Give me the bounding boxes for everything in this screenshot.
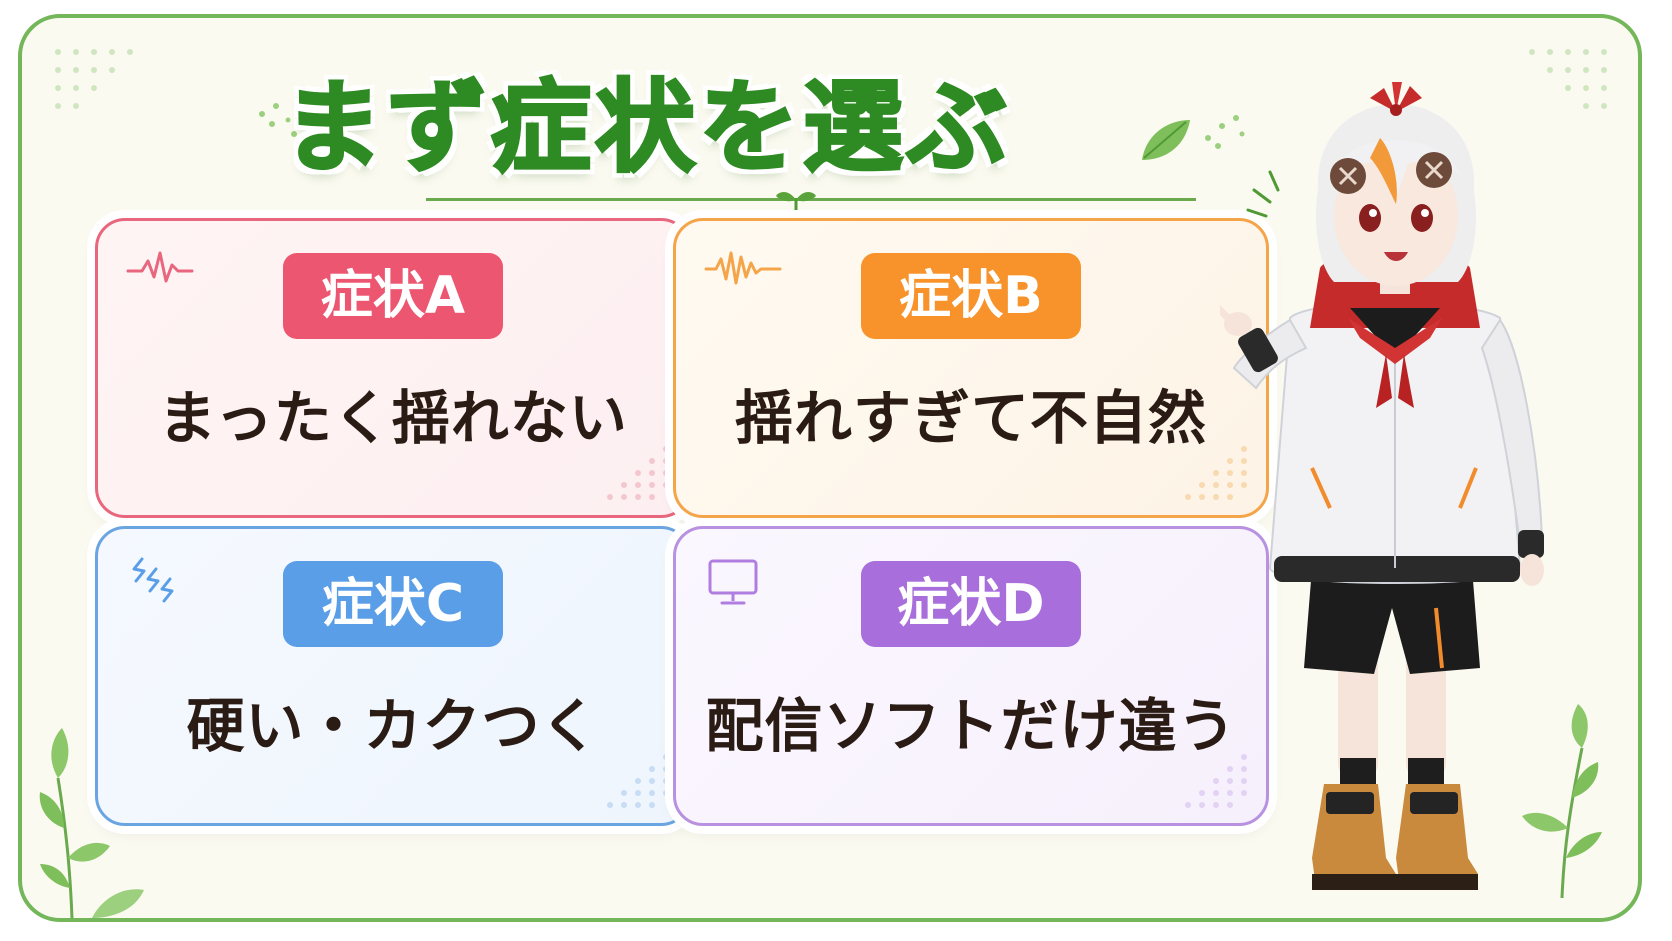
symptom-card-a[interactable]: 症状A まったく揺れない xyxy=(95,218,691,518)
decorative-dots xyxy=(607,754,669,808)
symptom-badge: 症状A xyxy=(283,253,503,339)
symptom-card-b[interactable]: 症状B 揺れすぎて不自然 xyxy=(673,218,1269,518)
symptom-card-c[interactable]: 症状C 硬い・カクつく xyxy=(95,526,691,826)
symptom-description: 配信ソフトだけ違う xyxy=(705,692,1237,760)
plant-icon xyxy=(39,728,144,918)
waveform-icon xyxy=(704,251,782,285)
decorative-dots xyxy=(55,49,133,109)
monitor-icon xyxy=(708,559,758,605)
lightning-icon xyxy=(132,557,174,603)
symptom-description: 硬い・カクつく xyxy=(186,692,600,760)
symptom-description: まったく揺れない xyxy=(158,384,628,452)
symptom-badge: 症状C xyxy=(283,561,503,647)
decorative-dots xyxy=(607,446,669,500)
waveform-icon xyxy=(126,251,194,283)
symptom-badge: 症状D xyxy=(861,561,1081,647)
leaf-icon xyxy=(1142,115,1245,160)
slide-frame: まず症状を選ぶ 症状A まったく揺れない 症状B 揺れすぎて不自然 xyxy=(18,14,1642,922)
sprout-icon xyxy=(776,192,816,210)
symptom-description: 揺れすぎて不自然 xyxy=(734,384,1207,452)
decorative-dots xyxy=(1529,49,1607,109)
decorative-dots xyxy=(1185,446,1247,500)
symptom-badge: 症状B xyxy=(861,253,1081,339)
plant-icon xyxy=(1522,704,1602,898)
leaf-icon xyxy=(259,94,363,144)
symptom-card-d[interactable]: 症状D 配信ソフトだけ違う xyxy=(673,526,1269,826)
page-title: まず症状を選ぶ xyxy=(282,68,1011,188)
character-illustration xyxy=(1220,82,1544,890)
decorative-dots xyxy=(1185,754,1247,808)
